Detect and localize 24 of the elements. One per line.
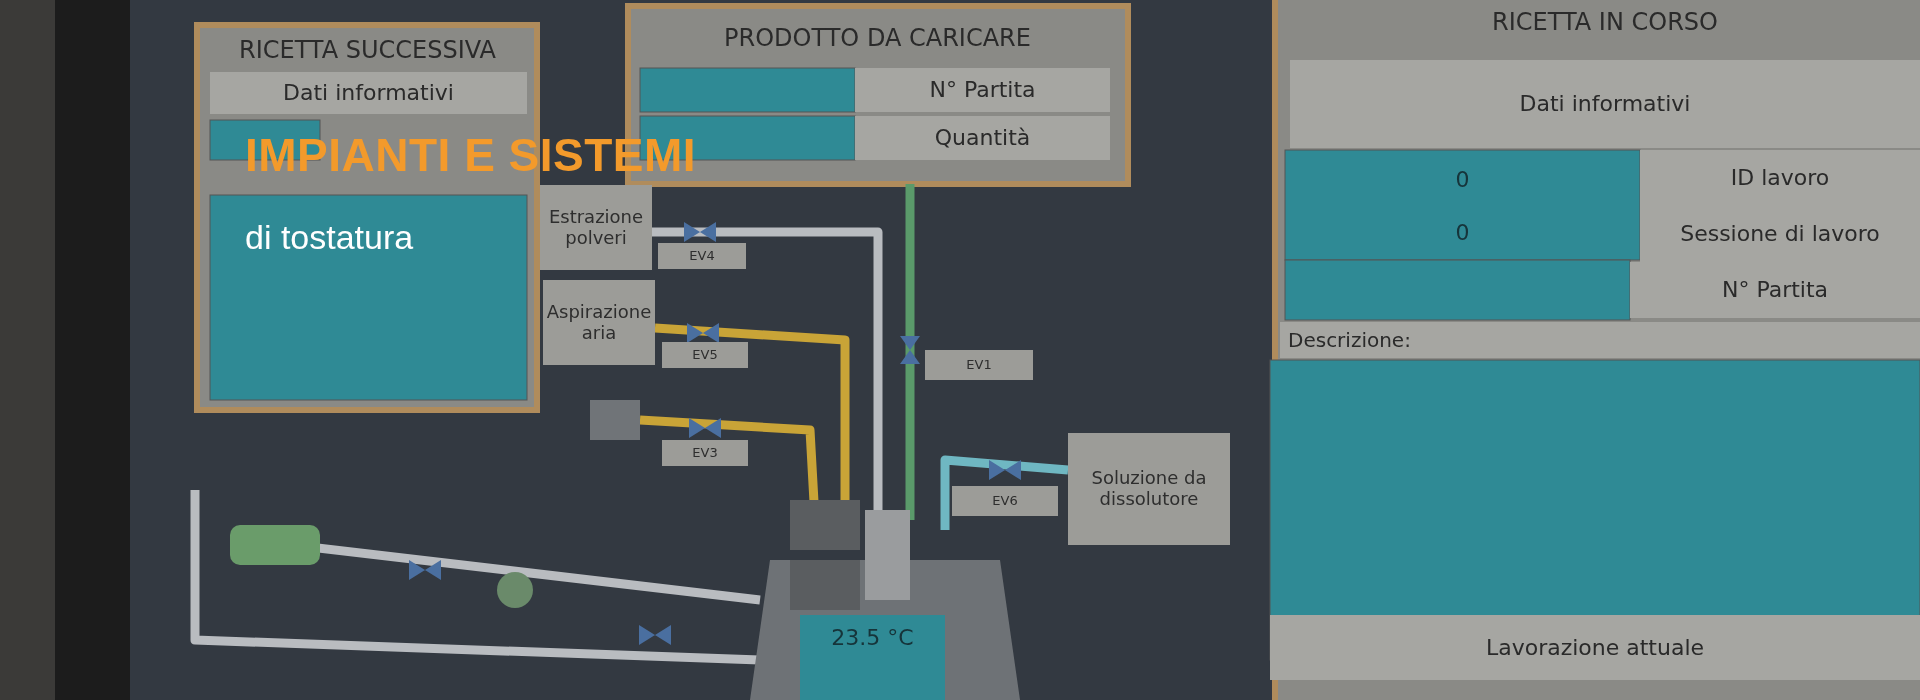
field-label: Dati informativi — [1290, 60, 1920, 148]
valve-tag: EV4 — [658, 243, 746, 269]
field-label: Descrizione: — [1280, 322, 1920, 358]
field-label: Quantità — [855, 116, 1110, 160]
panel-heading: RICETTA SUCCESSIVA — [237, 35, 498, 67]
valve-tag: EV3 — [662, 440, 748, 466]
equipment-label: Soluzione da dissolutore — [1068, 433, 1230, 545]
field-label: N° Partita — [855, 68, 1110, 112]
banner-subheading: di tostatura — [245, 218, 414, 257]
valve-tag: EV1 — [925, 350, 1033, 380]
field-label: Lavorazione attuale — [1270, 615, 1920, 680]
panel-heading: RICETTA IN CORSO — [1491, 7, 1719, 39]
valve-tag: EV5 — [662, 342, 748, 368]
value-display: 0 — [1454, 166, 1471, 195]
field-label: ID lavoro — [1640, 150, 1920, 205]
equipment-label: Estrazione polveri — [540, 185, 652, 270]
field-label: Dati informativi — [210, 72, 527, 114]
valve-tag: EV6 — [952, 486, 1058, 516]
field-label: N° Partita — [1630, 262, 1920, 318]
value-display: 23.5 °C — [830, 624, 915, 653]
panel-heading: PRODOTTO DA CARICARE — [723, 23, 1032, 55]
value-display: 0 — [1454, 219, 1471, 248]
equipment-label: Aspirazione aria — [543, 280, 655, 365]
field-label: Sessione di lavoro — [1640, 205, 1920, 263]
